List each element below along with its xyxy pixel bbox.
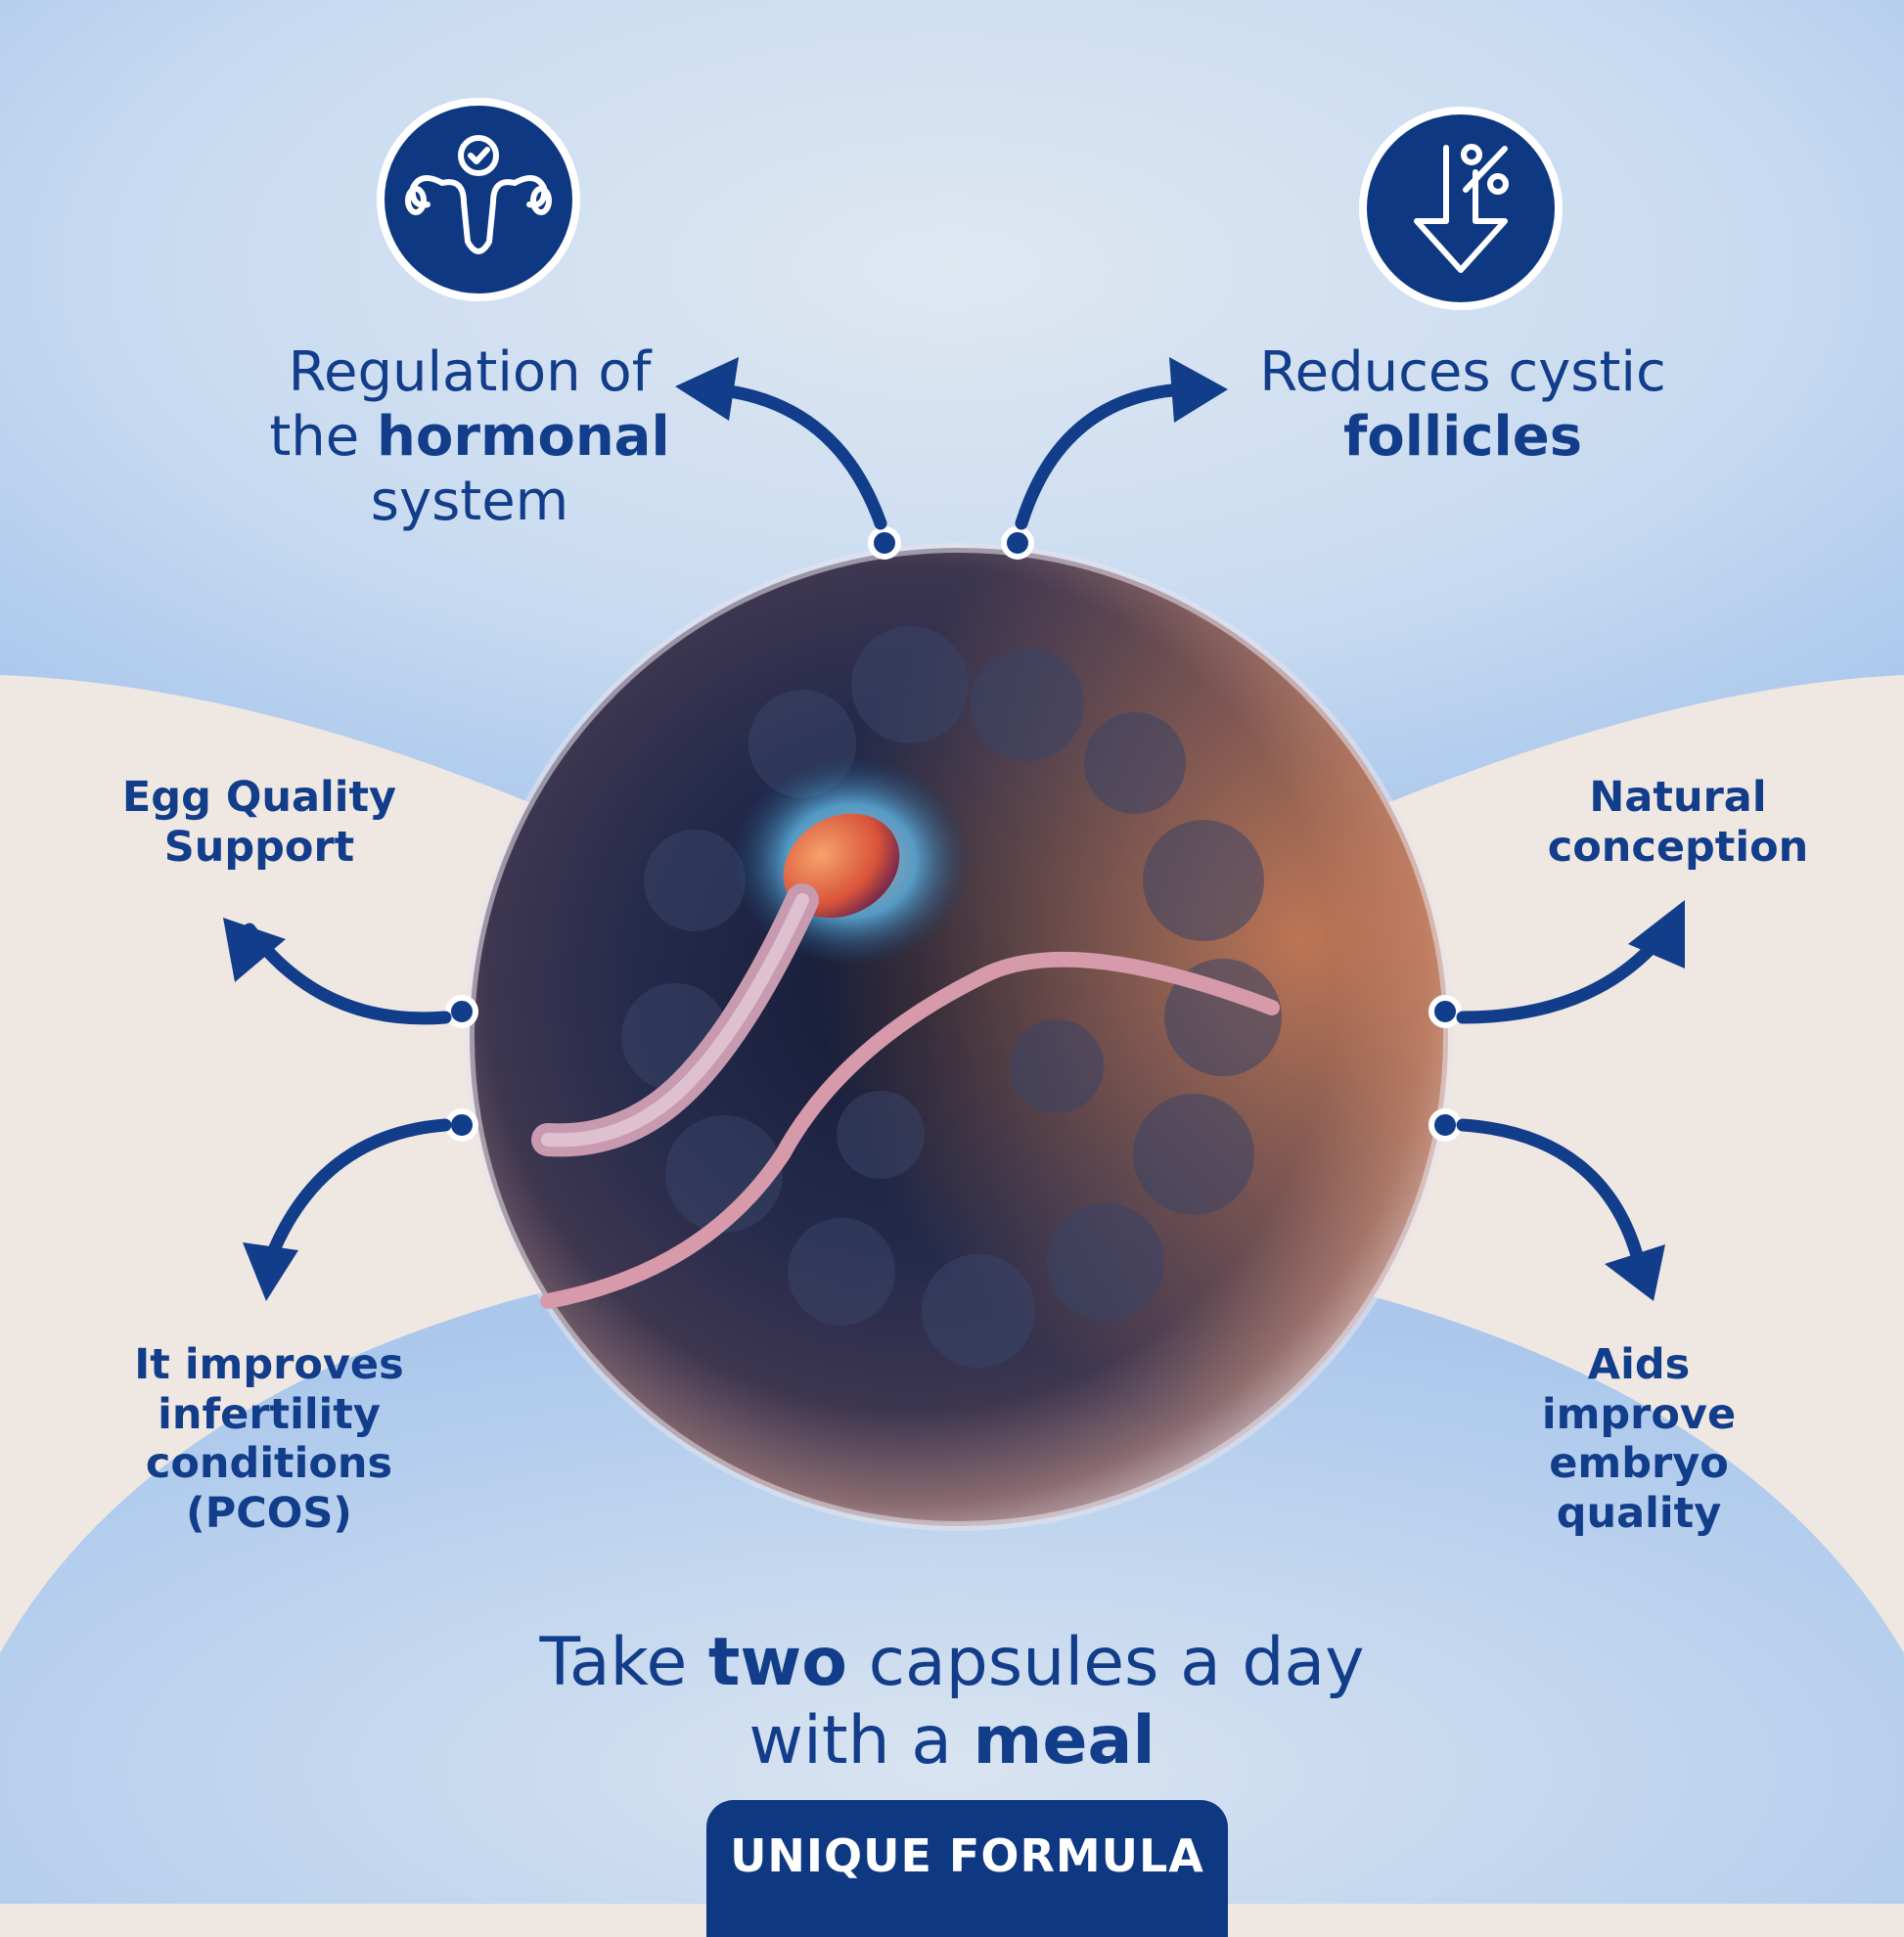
benefit-egg-quality-support: Egg Quality Support (108, 773, 411, 872)
down-arrow-percent-icon (1359, 107, 1563, 310)
benefit-infertility-line3: conditions (145, 1439, 393, 1489)
benefit-egg-line1: Egg Quality (121, 773, 397, 822)
benefit-cystic-line2: follicles (1342, 405, 1583, 470)
benefit-cystic-line1: Reduces cystic (1259, 340, 1666, 404)
unique-formula-label: UNIQUE FORMULA (730, 1829, 1204, 1882)
benefit-improves-infertility: It improves infertility conditions (PCOS… (117, 1340, 421, 1539)
dosage-line2: with a meal (748, 1702, 1156, 1780)
benefit-hormonal-regulation: Regulation of the hormonal system (264, 340, 675, 534)
benefit-hormonal-line2: the hormonal (269, 405, 670, 470)
unique-formula-badge: UNIQUE FORMULA (706, 1800, 1228, 1937)
benefit-conception-line2: conception (1547, 822, 1809, 872)
benefit-conception-line1: Natural (1589, 773, 1767, 822)
benefit-embryo-quality: Aids improve embryo quality (1487, 1340, 1791, 1539)
dosage-instructions: Take two capsules a day with a meal (463, 1624, 1441, 1780)
benefit-infertility-line1: It improves (134, 1340, 404, 1389)
benefit-hormonal-line1: Regulation of (288, 340, 652, 404)
benefit-egg-line2: Support (163, 822, 355, 872)
benefit-natural-conception: Natural conception (1526, 773, 1830, 872)
uterus-check-icon (377, 98, 580, 301)
benefit-embryo-line1: Aids improve (1541, 1340, 1737, 1439)
benefit-infertility-line2: infertility (158, 1389, 381, 1439)
benefit-infertility-line4: (PCOS) (186, 1489, 352, 1539)
benefit-embryo-line2: embryo (1549, 1439, 1729, 1489)
benefit-embryo-line3: quality (1556, 1489, 1722, 1539)
benefit-hormonal-line3: system (370, 470, 569, 534)
benefit-reduces-cystic-follicles: Reduces cystic follicles (1243, 340, 1683, 470)
dosage-line1: Take two capsules a day (539, 1624, 1365, 1701)
